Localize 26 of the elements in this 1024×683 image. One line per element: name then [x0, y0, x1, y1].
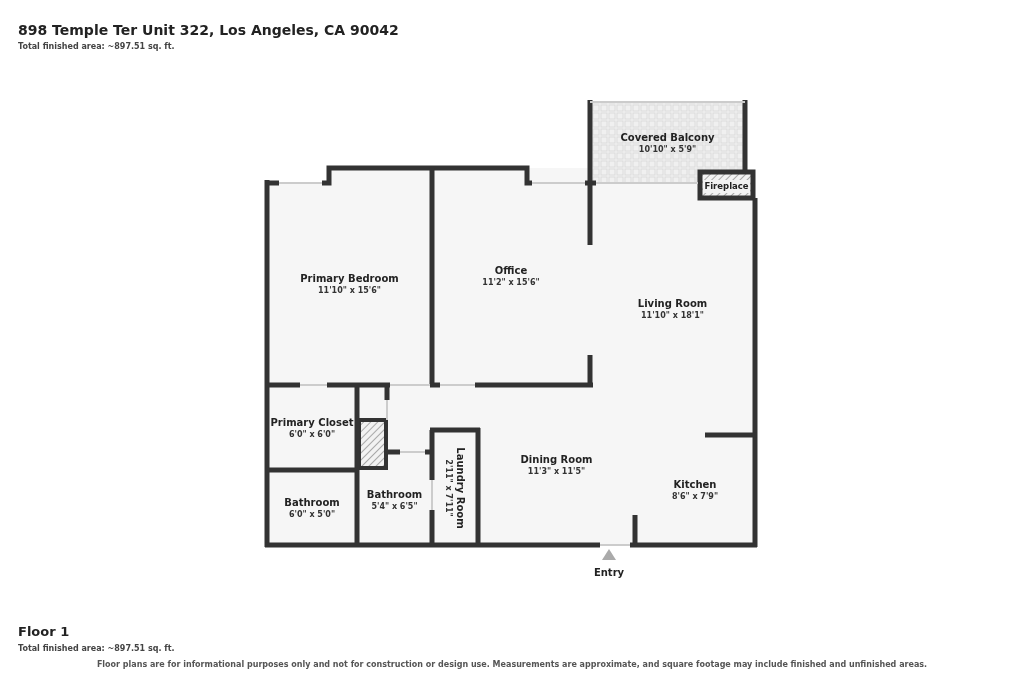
room-dimensions: 10'10" x 5'9"	[638, 143, 697, 155]
room-name: Laundry Room	[454, 446, 467, 529]
room-dimensions: 11'3" x 11'5"	[527, 466, 586, 477]
area-note: Total finished area: ~897.51 sq. ft.	[18, 42, 175, 51]
room-name: Dining Room	[520, 453, 593, 466]
room-dimensions: 6'0" x 6'0"	[288, 428, 336, 440]
room-name: Living Room	[637, 297, 708, 310]
room-name: Covered Balcony	[620, 130, 715, 144]
room-dimensions: 5'4" x 6'5"	[371, 501, 418, 512]
room-dimensions: 6'0" x 5'0"	[288, 508, 336, 520]
room-dimensions: 11'10" x 18'1"	[641, 310, 704, 321]
room-dimensions: 11'2" x 15'6"	[482, 276, 540, 288]
room-name: Primary Bedroom	[300, 272, 399, 285]
entry-label: Entry	[592, 567, 626, 578]
room-name: Office	[494, 263, 528, 277]
room-dimensions: 2'11" x 7'11"	[443, 458, 454, 517]
area-note: Total finished area: ~897.51 sq. ft.	[18, 644, 175, 653]
disclaimer-note: Floor plans are for informational purposes only and not for construction or design use. Measurements are approximate, and square footage may include finished and unfinished areas.	[96, 660, 928, 669]
room-dimensions: 8'6" x 7'9"	[671, 491, 719, 502]
room-name: Kitchen	[673, 478, 717, 491]
floor-heading: Floor 1	[18, 624, 70, 639]
address-title: 898 Temple Ter Unit 322, Los Angeles, CA 90042	[18, 22, 399, 38]
room-name: Bathroom	[284, 495, 340, 509]
room-name: Bathroom	[366, 488, 423, 501]
room-dimensions: 11'10" x 15'6"	[318, 285, 381, 296]
room-name: Primary Closet	[270, 415, 354, 429]
